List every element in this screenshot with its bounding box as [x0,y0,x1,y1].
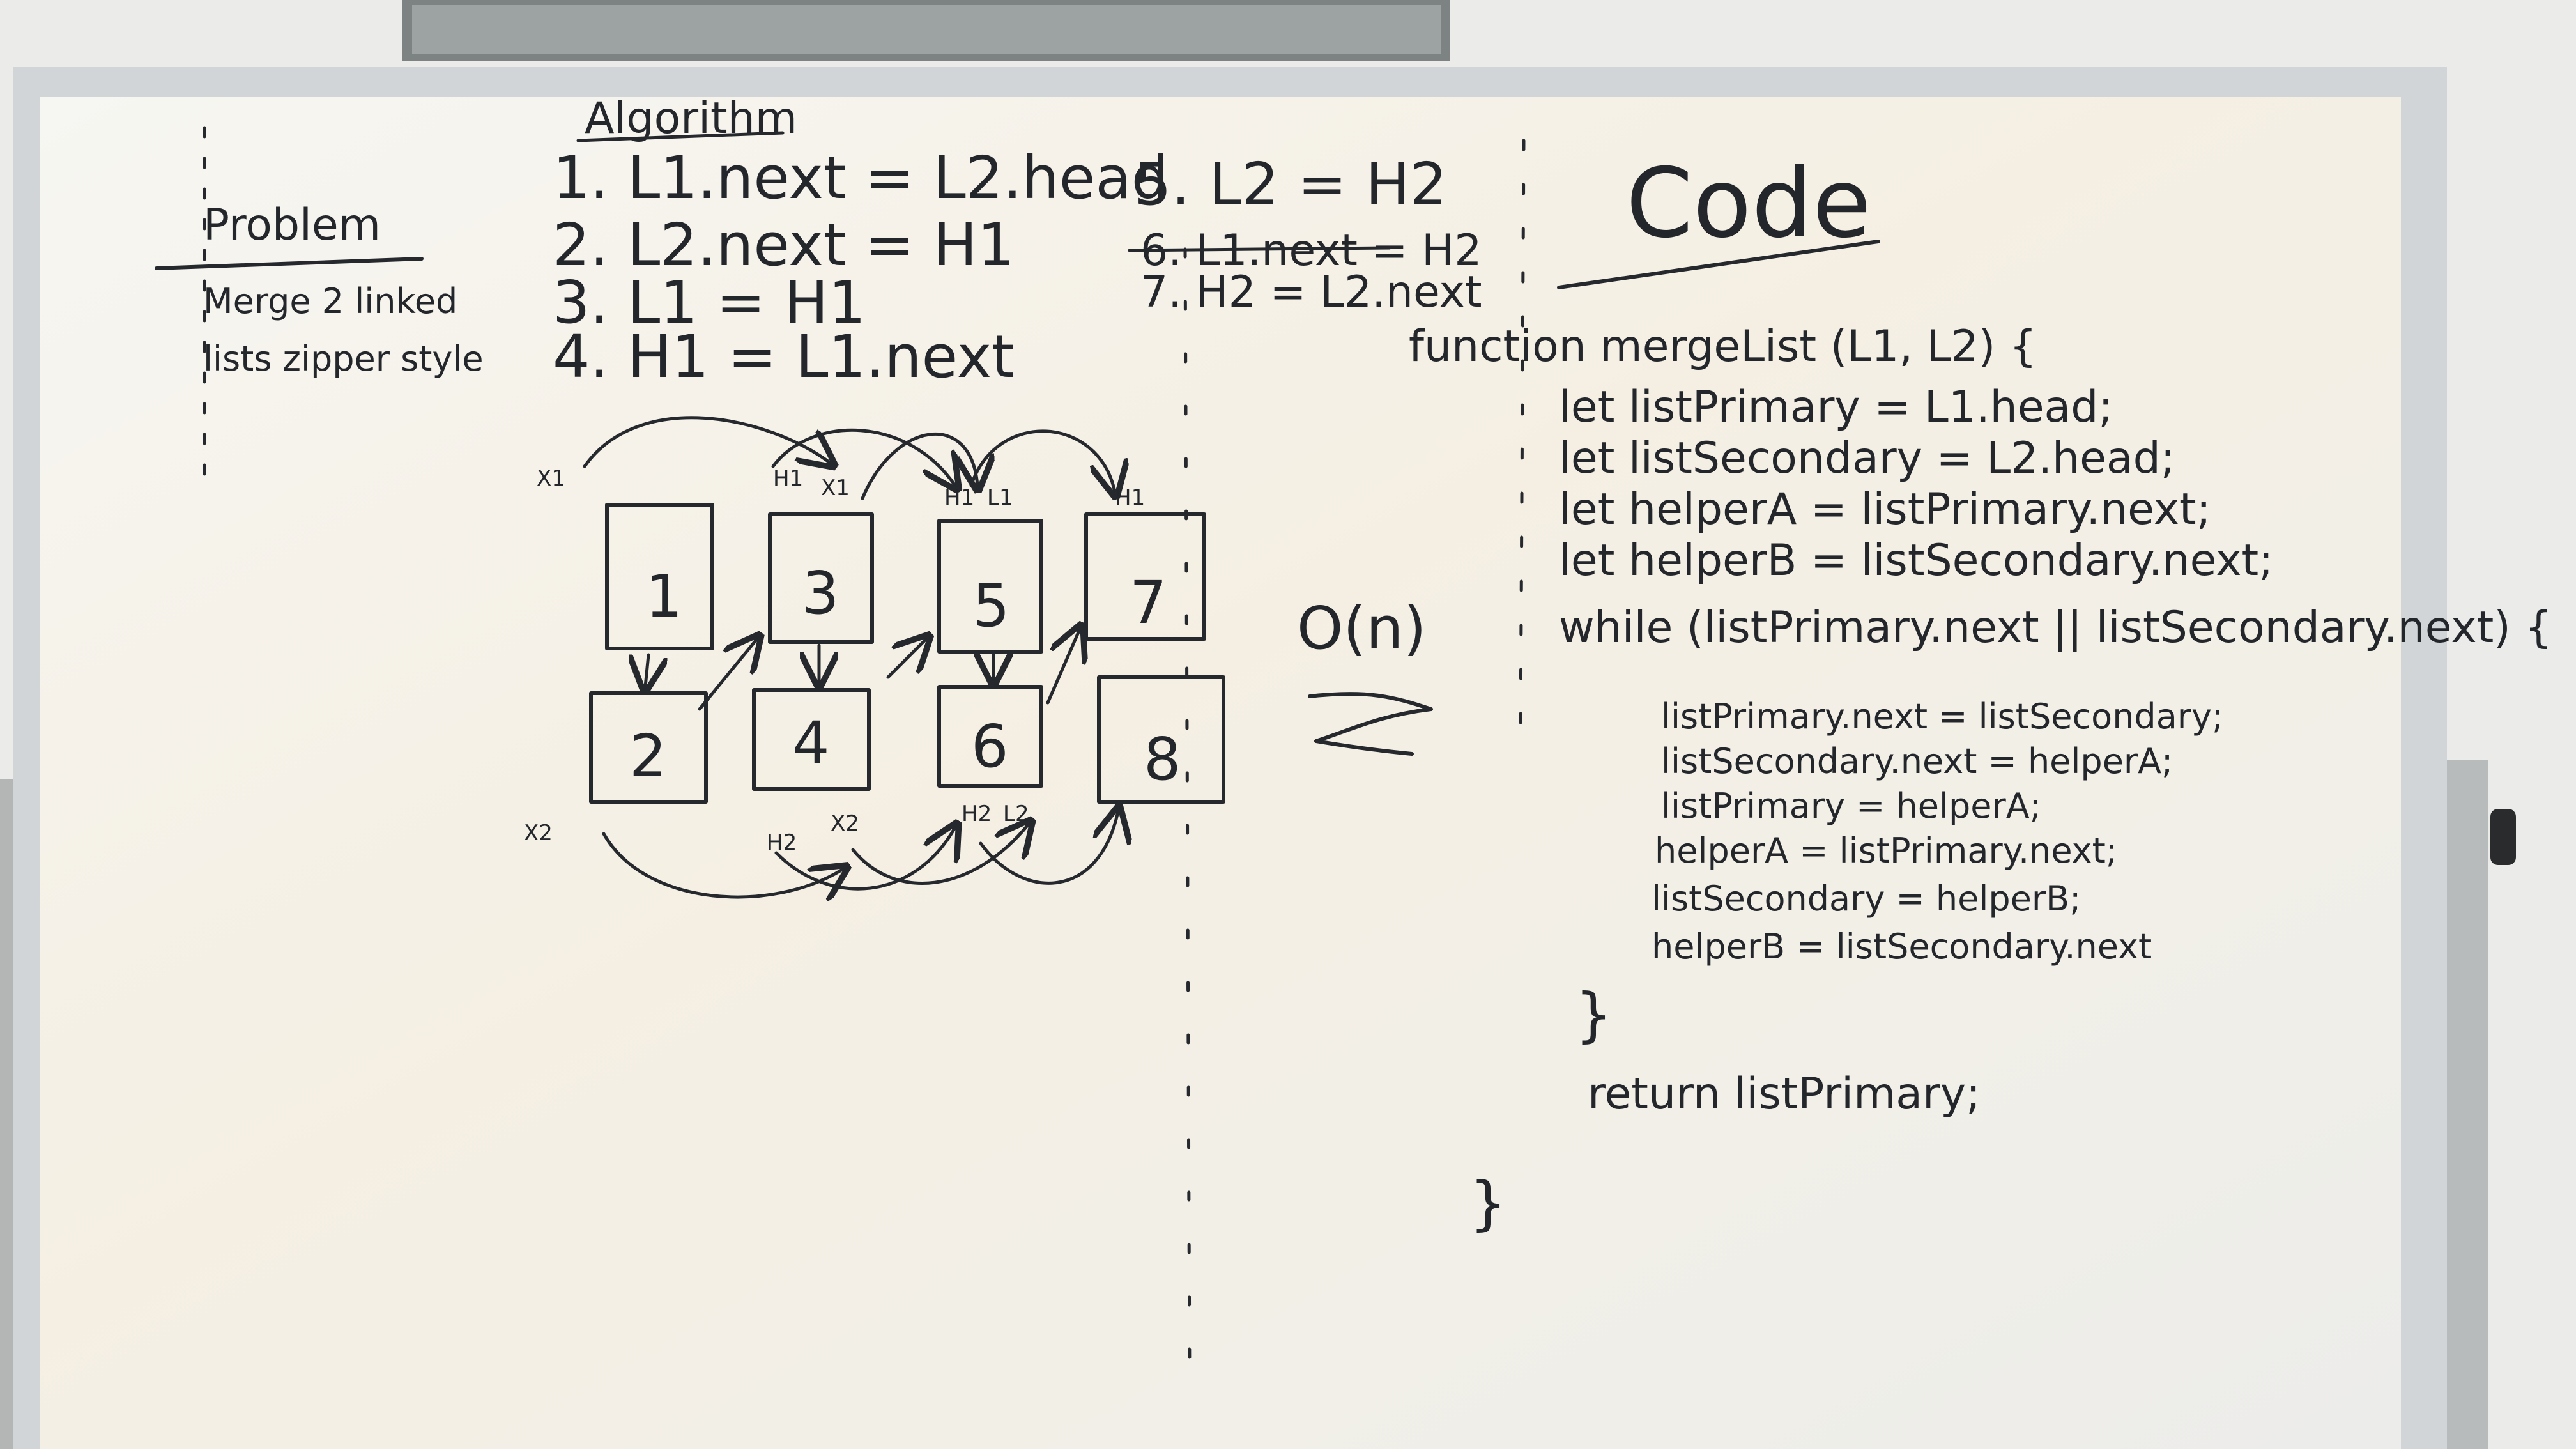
code-line-8: listSecondary.next = helperA; [1661,741,2173,781]
svg-text:7: 7 [1130,569,1167,637]
bottom-node-4: 4 [752,688,871,791]
top-marker-6: H1 [1115,485,1145,510]
top-marker-1: X1 [537,466,565,491]
code-line-3: let listSecondary = L2.head; [1559,433,2175,484]
top-node-7: 7 [1084,512,1206,641]
column-divider-2 [1183,247,1192,1382]
problem-title: Problem [203,200,381,250]
board-surface [40,97,2401,1449]
code-line-10: helperA = listPrimary.next; [1655,831,2117,871]
svg-text:3: 3 [802,559,839,627]
algorithm-step-4: 4. H1 = L1.next [553,323,1015,391]
code-line-2: let listPrimary = L1.head; [1559,382,2113,433]
bottom-marker-4: H2 [962,801,992,827]
top-node-3: 3 [768,512,874,644]
algorithm-step-1: 1. L1.next = L2.head [553,144,1169,212]
bottom-node-8: 8 [1097,675,1225,804]
column-divider-3 [1519,139,1526,737]
bottom-marker-1: X2 [524,820,553,846]
code-line-11: listSecondary = helperB; [1652,878,2081,919]
svg-text:5: 5 [972,572,1010,640]
code-line-1: function mergeList (L1, L2) { [1409,321,2037,372]
code-line-6: while (listPrimary.next || listSecondary… [1559,602,2552,653]
svg-text:2: 2 [629,722,667,790]
code-line-5: let helperB = listSecondary.next; [1559,535,2273,586]
code-line-7: listPrimary.next = listSecondary; [1661,696,2223,737]
algorithm-step-3: 3. L1 = H1 [553,268,866,337]
bottom-marker-2: H2 [767,830,797,855]
top-node-1: 1 [605,503,714,650]
top-marker-5: L1 [987,485,1013,510]
svg-text:6: 6 [971,712,1009,781]
bottom-marker-5: L2 [1003,801,1029,827]
complexity-label: O(n) [1297,594,1427,663]
svg-text:4: 4 [792,709,830,778]
problem-line-1: Merge 2 linked [203,281,457,321]
top-marker-4: H1 [944,485,974,510]
algorithm-step-5: 5. L2 = H2 [1134,150,1447,218]
code-title-underline [1557,240,1880,289]
code-line-15: } [1469,1169,1507,1238]
top-marker-2: H1 [773,466,803,491]
algorithm-step-6-strike [1128,246,1392,252]
problem-underline [155,257,424,270]
code-title: Code [1626,148,1871,259]
code-line-4: let helperA = listPrimary.next; [1559,484,2211,535]
code-line-13: } [1575,981,1613,1049]
ceiling-vent-frame [412,5,1441,54]
algorithm-underline [576,131,785,142]
top-marker-3: X1 [821,475,850,501]
code-line-9: listPrimary = helperA; [1661,786,2041,826]
svg-text:1: 1 [645,562,683,631]
bottom-marker-3: X2 [831,811,859,836]
top-node-5: 5 [937,519,1043,654]
code-line-12: helperB = listSecondary.next [1652,926,2152,967]
right-knob [2490,809,2516,865]
problem-line-2: lists zipper style [203,339,484,379]
code-line-14: return listPrimary; [1588,1069,1981,1119]
svg-text:8: 8 [1144,725,1181,793]
algorithm-step-7: 7. H2 = L2.next [1140,267,1482,318]
node-arrows [583,416,1118,897]
complexity-underline [1308,692,1433,756]
right-stand [2441,760,2488,1449]
algorithm-step-2: 2. L2.next = H1 [553,211,1015,279]
bottom-node-2: 2 [589,691,708,804]
